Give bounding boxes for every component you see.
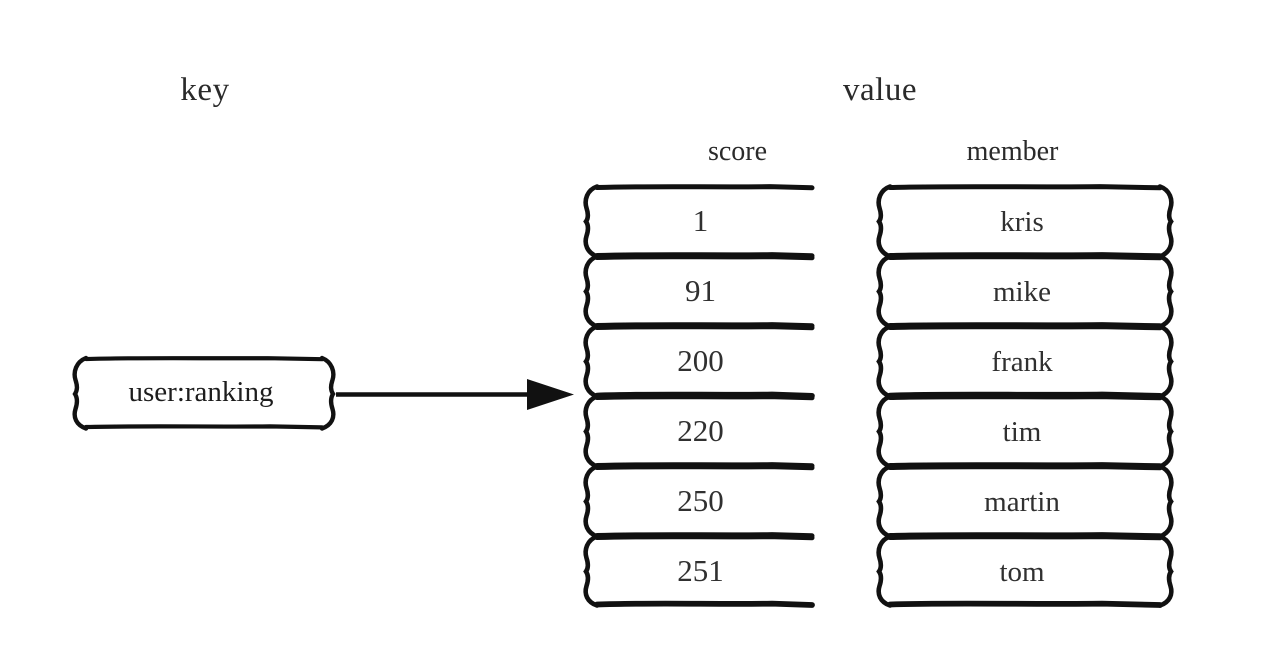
arrow-right-icon <box>336 379 574 410</box>
table-row: mike <box>993 276 1051 308</box>
table-row: 200 <box>677 343 724 378</box>
table-row: kris <box>1000 206 1044 238</box>
key-box[interactable] <box>72 355 336 431</box>
table-row: 250 <box>677 483 724 518</box>
table-row: 220 <box>677 413 724 448</box>
table-row: tom <box>999 556 1045 588</box>
table-row: 251 <box>677 553 724 588</box>
key-section-label: key <box>180 72 230 108</box>
table-row: martin <box>984 486 1060 518</box>
table-row: tim <box>1002 416 1042 448</box>
table-row: frank <box>991 346 1053 378</box>
column-header-member: member <box>966 136 1059 167</box>
table-row: 1 <box>692 203 709 238</box>
table-row: 91 <box>685 273 716 308</box>
value-section-label: value <box>843 72 917 108</box>
key-box-label: user:ranking <box>128 376 274 408</box>
column-header-score: score <box>707 136 768 167</box>
value-table-ink <box>583 184 1174 608</box>
